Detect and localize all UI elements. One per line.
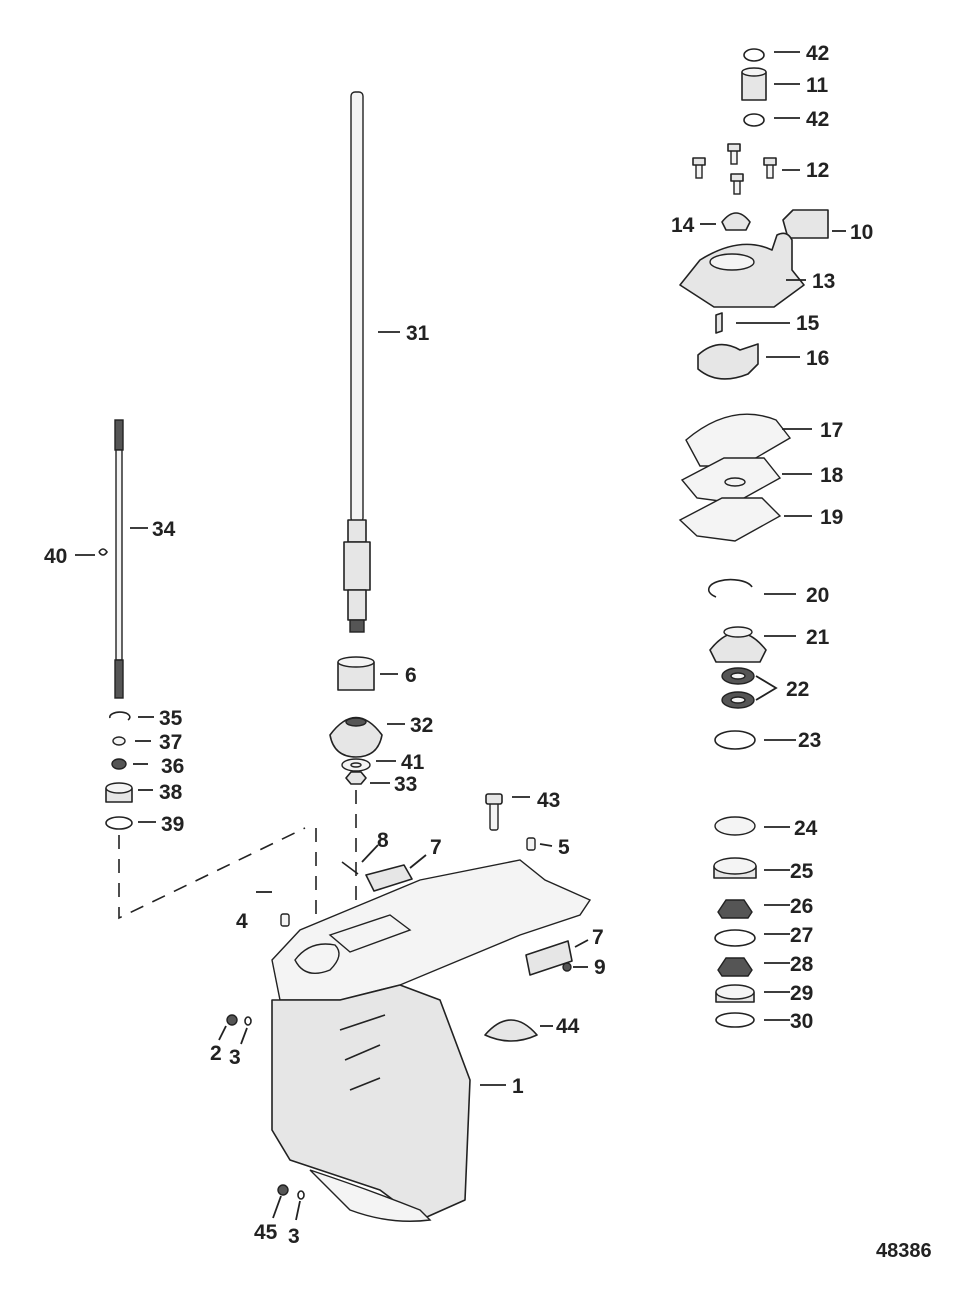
callout-42: 42 bbox=[806, 42, 829, 65]
callout-44: 44 bbox=[556, 1015, 580, 1038]
callout-43: 43 bbox=[537, 789, 560, 812]
callout-7-lower: 7 bbox=[592, 926, 604, 949]
callout-1: 1 bbox=[512, 1075, 524, 1098]
callout-22: 22 bbox=[786, 678, 809, 701]
callout-5: 5 bbox=[558, 836, 570, 859]
callout-4: 4 bbox=[236, 910, 248, 933]
callout-33: 33 bbox=[394, 773, 417, 796]
callout-24: 24 bbox=[794, 817, 818, 840]
shift-shaft bbox=[98, 419, 124, 699]
callout-15: 15 bbox=[796, 312, 820, 335]
callout-36: 36 bbox=[161, 755, 184, 778]
document-number: 48386 bbox=[876, 1240, 932, 1262]
bearing-carrier-parts bbox=[707, 578, 767, 1028]
gear-housing bbox=[271, 859, 592, 1222]
callout-6: 6 bbox=[405, 664, 417, 687]
callout-42-lower: 42 bbox=[806, 108, 829, 131]
callout-25: 25 bbox=[790, 860, 814, 883]
driveshaft bbox=[343, 91, 371, 633]
callout-34: 34 bbox=[152, 518, 176, 541]
shift-shaft-seal-parts bbox=[105, 711, 133, 830]
callout-31: 31 bbox=[406, 322, 430, 345]
housing-small-parts bbox=[226, 793, 573, 1200]
callout-3-lower: 3 bbox=[288, 1225, 300, 1248]
callout-28: 28 bbox=[790, 953, 814, 976]
callout-40: 40 bbox=[44, 545, 67, 568]
callout-3: 3 bbox=[229, 1046, 241, 1069]
callout-20: 20 bbox=[806, 584, 829, 607]
callout-17: 17 bbox=[820, 419, 843, 442]
callout-2: 2 bbox=[210, 1042, 222, 1065]
callout-14: 14 bbox=[671, 214, 695, 237]
callout-18: 18 bbox=[820, 464, 844, 487]
callout-16: 16 bbox=[806, 347, 829, 370]
callout-38: 38 bbox=[159, 781, 183, 804]
callout-29: 29 bbox=[790, 982, 813, 1005]
callout-35: 35 bbox=[159, 707, 183, 730]
callout-13: 13 bbox=[812, 270, 835, 293]
callout-12: 12 bbox=[806, 159, 829, 182]
callout-26: 26 bbox=[790, 895, 813, 918]
callout-21: 21 bbox=[806, 626, 830, 649]
callout-11: 11 bbox=[806, 74, 829, 97]
callout-9: 9 bbox=[594, 956, 606, 979]
callout-7: 7 bbox=[430, 836, 442, 859]
callout-41: 41 bbox=[401, 751, 425, 774]
gaskets-and-plate bbox=[678, 413, 792, 542]
callout-19: 19 bbox=[820, 506, 843, 529]
callout-8: 8 bbox=[377, 829, 389, 852]
callout-23: 23 bbox=[798, 729, 821, 752]
callout-32: 32 bbox=[410, 714, 433, 737]
callout-39: 39 bbox=[161, 813, 184, 836]
callout-27: 27 bbox=[790, 924, 813, 947]
callout-45: 45 bbox=[254, 1221, 278, 1244]
callout-30: 30 bbox=[790, 1010, 813, 1033]
water-pump-parts bbox=[679, 48, 829, 380]
callout-10: 10 bbox=[850, 221, 873, 244]
driveshaft-lower-parts bbox=[329, 656, 383, 785]
callout-37: 37 bbox=[159, 731, 182, 754]
callout-labels: 1 2 3 3 4 5 6 7 7 8 9 10 11 12 13 14 15 … bbox=[44, 42, 873, 1248]
